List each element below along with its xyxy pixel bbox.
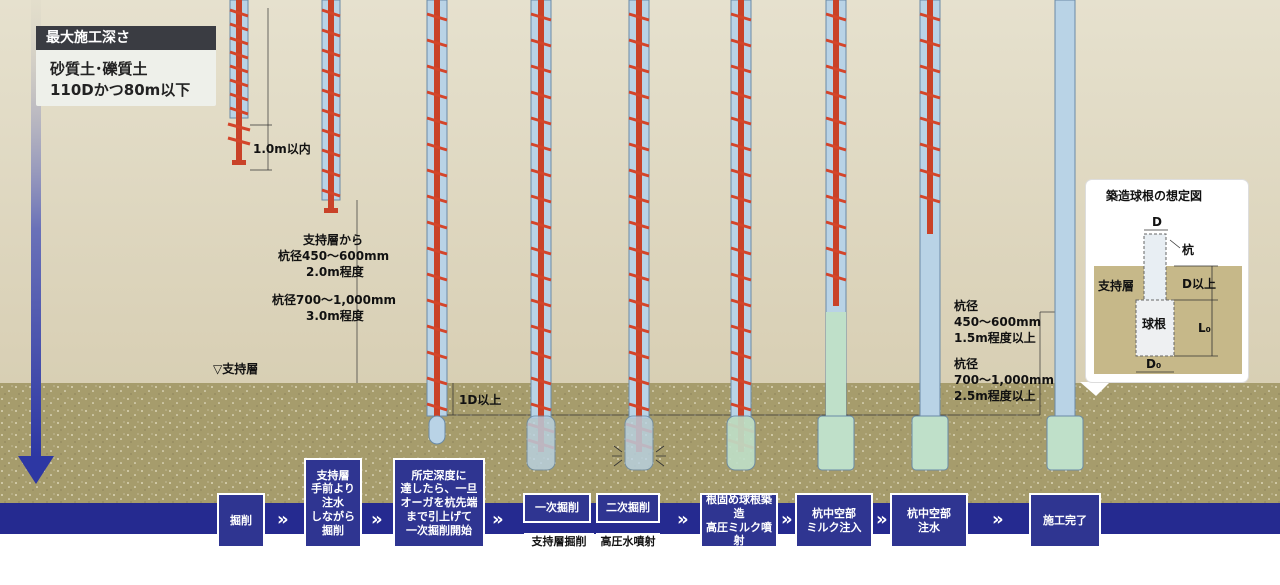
inset-d0: D₀ (1146, 357, 1162, 371)
arrow-6: » (876, 509, 888, 530)
inset-pile: 杭 (1182, 243, 1195, 257)
label-right-b2: 700～1,000mm (954, 373, 1055, 387)
inset-pointer (1080, 382, 1110, 396)
pile-step-9 (1046, 0, 1084, 471)
depth-arrow (18, 0, 54, 484)
step-1: 掘削 (217, 493, 265, 548)
label-within-1m: 1.0m以内 (253, 142, 311, 156)
step-4: 一次掘削 (523, 493, 591, 523)
max-depth-line-2: 110Dかつ80m以下 (50, 81, 191, 99)
inset-d-above: D以上 (1182, 277, 1216, 291)
pile-step-7 (817, 0, 855, 471)
label-right-a3: 1.5m程度以上 (954, 331, 1036, 345)
label-dia-700: 杭径700～1,000mm (272, 293, 397, 307)
max-depth-line-1: 砂質土･礫質土 (50, 60, 148, 78)
label-about-3m: 3.0m程度 (306, 309, 364, 323)
sub-high-pressure-water: 高圧水噴射 (596, 533, 660, 549)
inset-bulb: 球根 (1142, 317, 1167, 331)
pile-step-3 (426, 0, 1040, 445)
step-3: 所定深度に 達したら、一旦 オーガを杭先端 まで引上げて 一次掘削開始 (393, 458, 485, 548)
inset-d: D (1152, 215, 1162, 229)
label-right-a2: 450～600mm (954, 315, 1042, 329)
max-depth-title: 最大施工深さ (36, 26, 216, 50)
pile-step-4 (526, 0, 556, 471)
step-8: 杭中空部 注水 (890, 493, 968, 548)
arrow-7: » (992, 509, 1004, 530)
arrow-3: » (492, 509, 504, 530)
arrow-4: » (677, 509, 689, 530)
label-support-layer: ▽支持層 (213, 362, 259, 376)
label-one-d: 1D以上 (459, 393, 502, 407)
pile-step-5 (612, 0, 666, 471)
label-right-a1: 杭径 (954, 299, 979, 313)
step-9: 施工完了 (1029, 493, 1101, 548)
pile-step-6 (726, 0, 756, 471)
step-6: 根固め球根築造 高圧ミルク噴射 (700, 493, 778, 548)
inset-title: 築造球根の想定図 (1106, 189, 1203, 203)
label-right-b3: 2.5m程度以上 (954, 389, 1036, 403)
label-from-support: 支持層から (303, 233, 364, 247)
step-5: 二次掘削 (596, 493, 660, 523)
arrow-5: » (781, 509, 793, 530)
sub-support-excavation: 支持層掘削 (524, 533, 594, 549)
inset-support: 支持層 (1098, 279, 1135, 293)
arrow-2: » (371, 509, 383, 530)
label-about-2m: 2.0m程度 (306, 265, 364, 279)
pile-step-1 (227, 0, 272, 171)
label-dia-450: 杭径450～600mm (278, 249, 390, 263)
label-right-b1: 杭径 (954, 357, 979, 371)
inset-l0: L₀ (1198, 321, 1211, 335)
step-7: 杭中空部 ミルク注入 (795, 493, 873, 548)
inset-drawing (1094, 229, 1242, 374)
max-depth-box: 最大施工深さ 砂質土･礫質土 110Dかつ80m以下 (36, 26, 216, 106)
step-2: 支持層 手前より 注水 しながら 掘削 (304, 458, 362, 548)
pile-step-2 (321, 0, 358, 383)
bulb-inset: 築造球根の想定図 D 杭 支持層 D以上 球根 L₀ D₀ (1086, 180, 1248, 382)
pile-step-8 (911, 0, 1055, 471)
arrow-1: » (277, 509, 289, 530)
